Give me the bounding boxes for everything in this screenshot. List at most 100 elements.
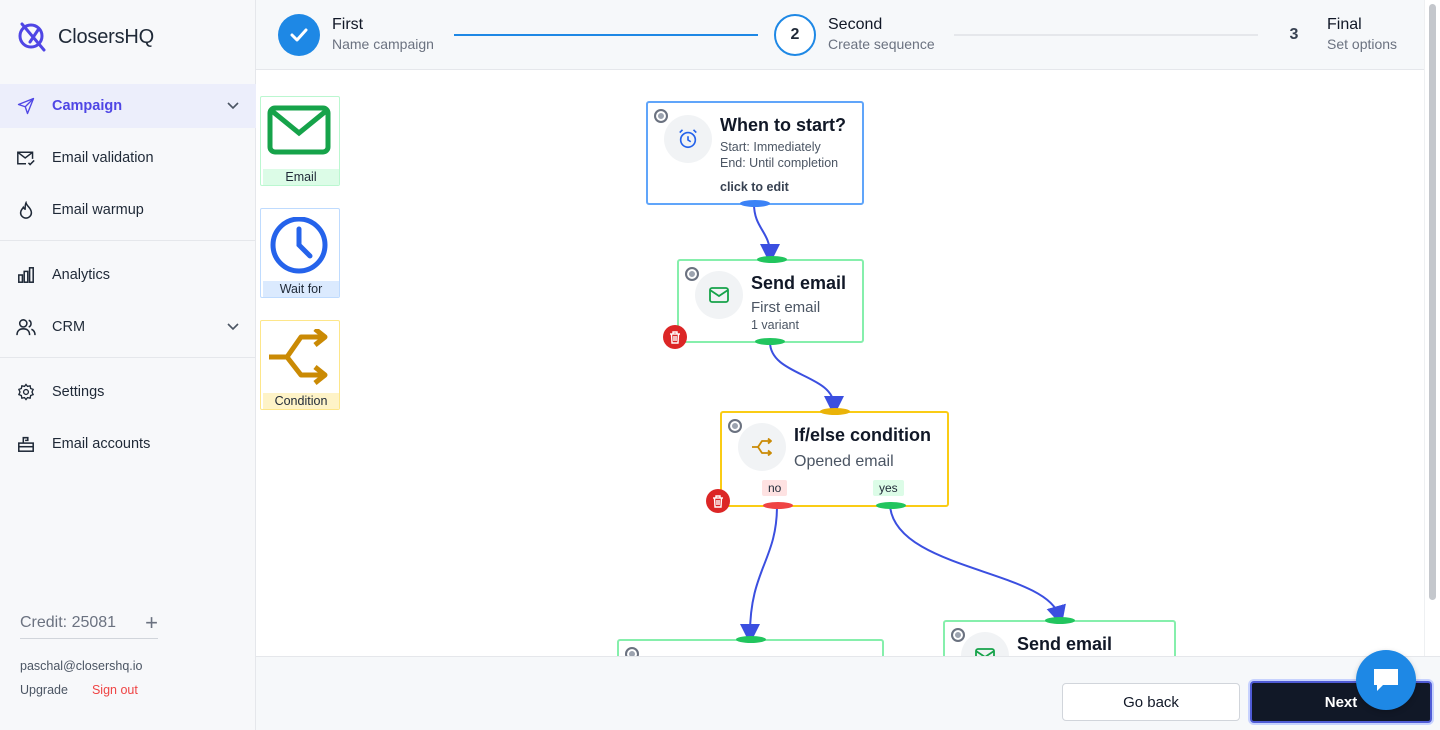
edge-no-branch	[740, 505, 778, 644]
edit-hint: click to edit	[720, 180, 789, 194]
step-subtitle: Create sequence	[828, 36, 935, 52]
variant-count: 1 variant	[751, 318, 799, 332]
users-icon	[16, 317, 36, 337]
delete-node-button[interactable]	[706, 489, 730, 513]
step-number: 3	[1289, 26, 1299, 43]
logo[interactable]: ClosersHQ	[16, 20, 154, 54]
sidebar-item-campaign[interactable]: Campaign	[0, 84, 256, 128]
alarm-clock-icon	[664, 115, 712, 163]
sidebar: ClosersHQ Campaign Email validation	[0, 0, 256, 730]
input-port[interactable]	[1045, 617, 1075, 624]
node-handle-icon[interactable]	[654, 109, 668, 123]
chat-launcher-button[interactable]	[1356, 650, 1416, 710]
node-handle-icon[interactable]	[951, 628, 965, 642]
envelope-icon	[267, 105, 331, 155]
start-node[interactable]: When to start? Start: Immediately End: U…	[646, 101, 864, 207]
sidebar-divider	[0, 357, 256, 358]
flame-icon	[16, 200, 36, 220]
go-back-button[interactable]: Go back	[1062, 683, 1240, 721]
node-handle-icon[interactable]	[728, 419, 742, 433]
step-connector	[454, 34, 758, 36]
edge-start-to-send	[753, 203, 780, 264]
step-complete-icon	[278, 14, 320, 56]
sidebar-item-label: Email warmup	[52, 202, 144, 218]
node-title: If/else condition	[794, 425, 932, 445]
add-credit-icon[interactable]: +	[145, 610, 158, 635]
branch-yes-label: yes	[873, 480, 904, 496]
palette-condition[interactable]: Condition	[260, 320, 340, 410]
credit-balance: Credit: 25081 +	[20, 610, 158, 639]
send-email-node-no-branch[interactable]	[617, 636, 884, 656]
node-handle-icon[interactable]	[625, 647, 639, 656]
branch-arrows-icon	[269, 329, 328, 385]
delete-node-button[interactable]	[663, 325, 687, 349]
step-second[interactable]: 2 Second Create sequence	[774, 14, 935, 56]
sidebar-item-email-warmup[interactable]: Email warmup	[0, 188, 256, 232]
input-port[interactable]	[820, 408, 850, 415]
no-output-port[interactable]	[763, 502, 793, 509]
edge-send-to-condition	[769, 341, 844, 416]
step-first[interactable]: First Name campaign	[278, 14, 434, 56]
sidebar-item-crm[interactable]: CRM	[0, 305, 256, 349]
input-port[interactable]	[736, 636, 766, 643]
trash-icon	[713, 494, 723, 508]
send-email-node-yes-branch[interactable]: Send email	[943, 617, 1176, 656]
sidebar-item-label: Email accounts	[52, 436, 151, 452]
node-title: Send email	[1017, 634, 1113, 654]
paper-plane-icon	[16, 96, 36, 116]
chat-bubble-icon	[1374, 669, 1398, 691]
canvas-scrollbar[interactable]	[1424, 0, 1440, 656]
palette-label: Condition	[263, 393, 339, 409]
user-email: paschal@closershq.io	[20, 659, 143, 673]
sidebar-item-label: Settings	[52, 384, 105, 400]
credit-text: Credit: 25081	[20, 614, 117, 631]
brand-name: ClosersHQ	[58, 25, 154, 48]
output-port[interactable]	[755, 338, 785, 345]
sequence-canvas[interactable]: Email Wait for Condition When to s	[256, 70, 1424, 656]
step-final[interactable]: 3 Final Set options	[1273, 14, 1398, 56]
palette-label: Wait for	[263, 281, 339, 297]
upgrade-link[interactable]: Upgrade	[20, 683, 68, 697]
edge-yes-branch	[889, 505, 1066, 626]
condition-node[interactable]: If/else condition Opened email no yes	[720, 408, 949, 509]
step-connector	[954, 34, 1258, 36]
step-subtitle: Name campaign	[332, 36, 434, 52]
send-email-node[interactable]: Send email First email 1 variant	[677, 256, 864, 345]
sidebar-item-label: Email validation	[52, 150, 154, 166]
sidebar-item-label: Campaign	[52, 98, 123, 114]
gear-icon	[16, 382, 36, 402]
branch-no-label: no	[762, 480, 788, 496]
node-subtitle: Opened email	[794, 453, 894, 470]
wizard-footer: Go back Next	[256, 656, 1440, 730]
scrollbar-thumb[interactable]	[1429, 4, 1436, 600]
sidebar-item-settings[interactable]: Settings	[0, 370, 256, 414]
envelope-icon	[961, 632, 1009, 656]
clock-icon	[270, 217, 328, 274]
input-port[interactable]	[757, 256, 787, 263]
branch-arrows-icon	[738, 423, 786, 471]
sidebar-item-email-accounts[interactable]: Email accounts	[0, 422, 256, 466]
output-port[interactable]	[740, 200, 770, 207]
sign-out-link[interactable]: Sign out	[91, 683, 138, 697]
step-number: 2	[774, 14, 816, 56]
sidebar-item-label: Analytics	[52, 267, 111, 283]
sidebar-nav: Campaign Email validation Email warmup	[0, 84, 256, 474]
chevron-down-icon[interactable]	[226, 98, 240, 112]
sidebar-item-analytics[interactable]: Analytics	[0, 253, 256, 297]
palette-wait[interactable]: Wait for	[260, 208, 340, 298]
trash-icon	[670, 330, 680, 344]
sidebar-item-email-validation[interactable]: Email validation	[0, 136, 256, 180]
envelope-icon	[695, 271, 743, 319]
step-title: First	[332, 16, 364, 33]
palette-email[interactable]: Email	[260, 96, 340, 186]
step-subtitle: Set options	[1327, 36, 1398, 52]
account-links: Upgrade Sign out	[20, 683, 138, 697]
chevron-down-icon[interactable]	[226, 319, 240, 333]
bar-chart-icon	[16, 265, 36, 285]
node-title: When to start?	[720, 115, 846, 135]
yes-output-port[interactable]	[876, 502, 906, 509]
palette-label: Email	[263, 169, 339, 185]
node-handle-icon[interactable]	[685, 267, 699, 281]
step-title: Second	[828, 16, 883, 33]
